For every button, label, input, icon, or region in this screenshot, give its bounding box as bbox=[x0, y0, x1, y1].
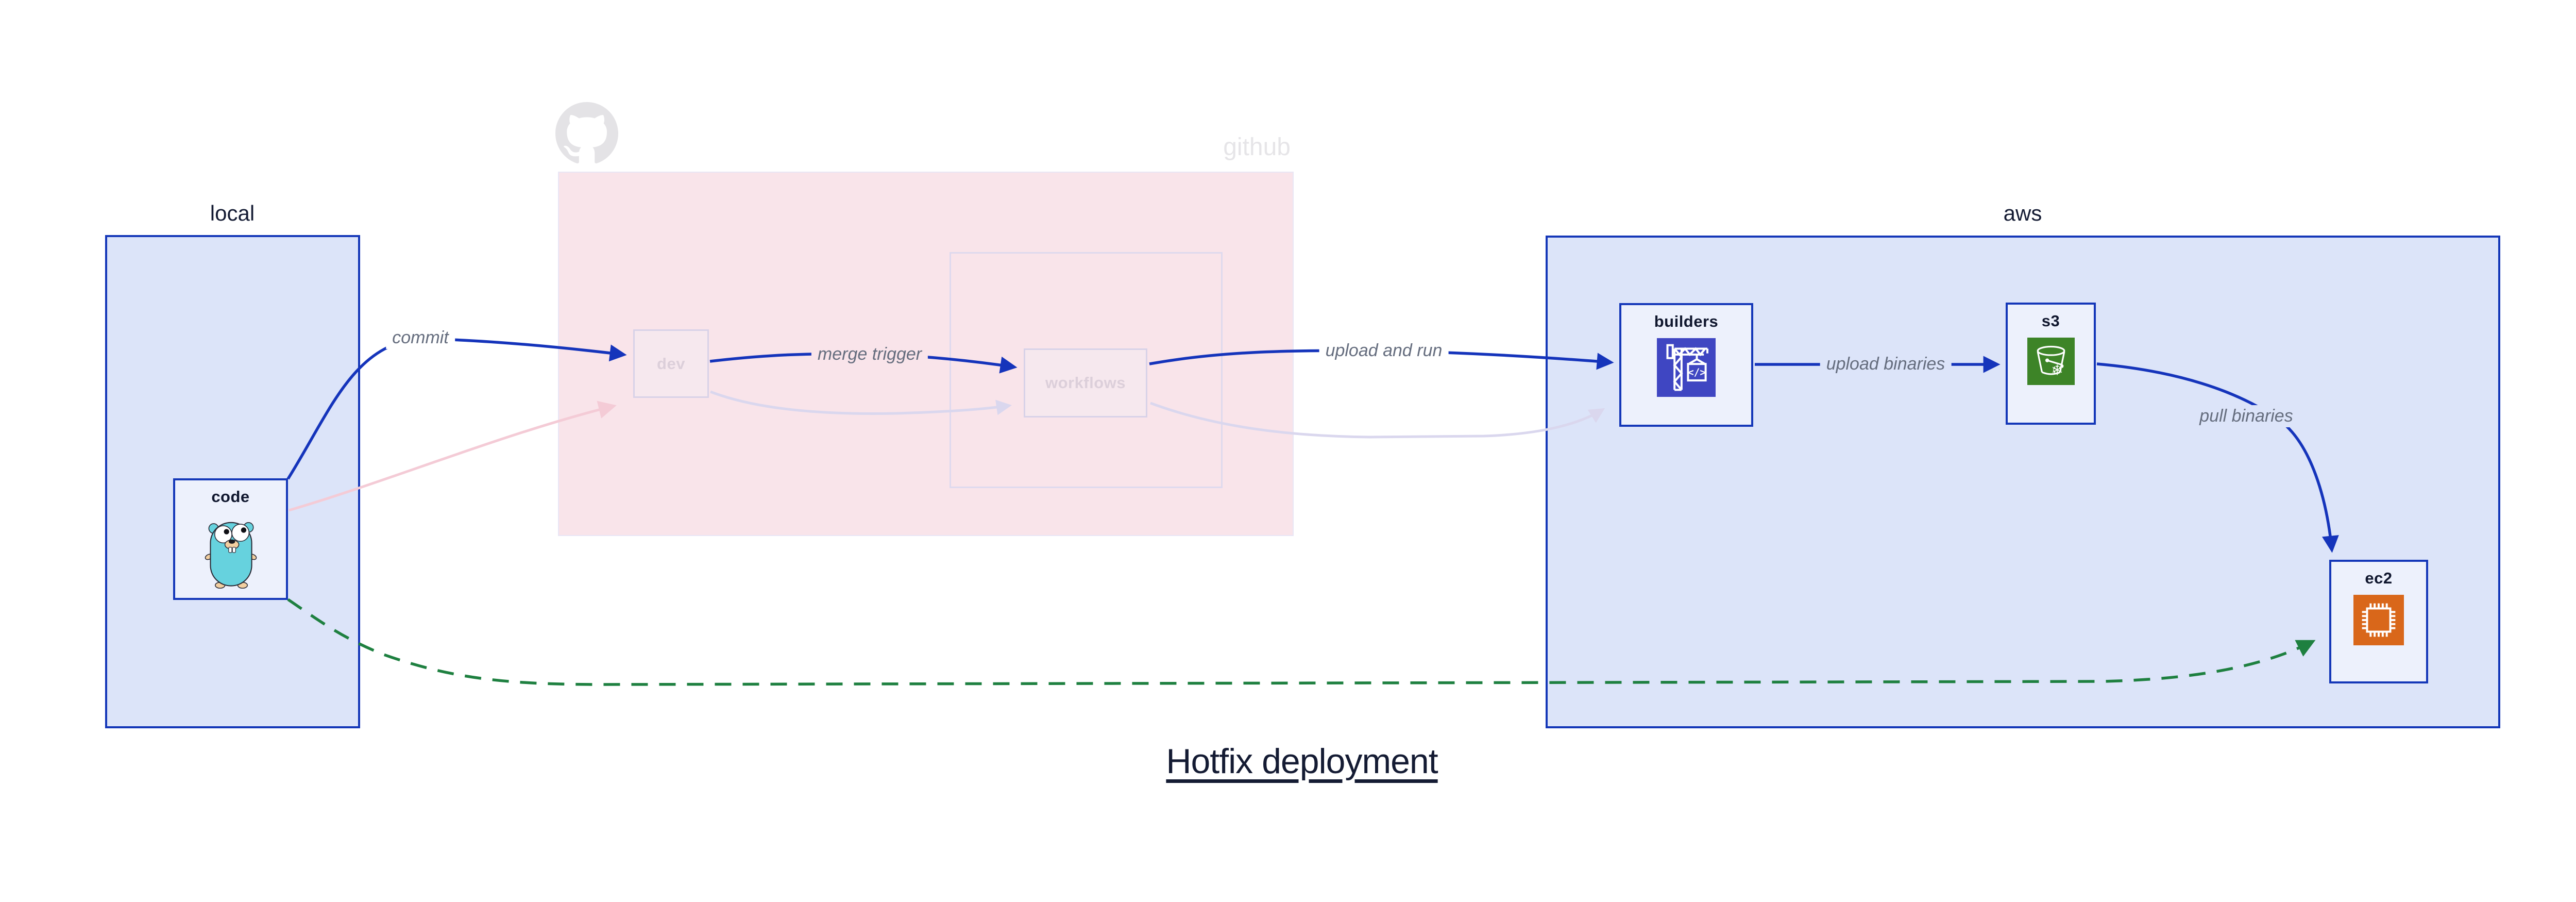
pull-binaries-edge-label: pull binaries bbox=[2193, 405, 2299, 427]
dev-node-label: dev bbox=[657, 354, 685, 373]
local-region-label: local bbox=[210, 201, 255, 225]
go-gopher-icon bbox=[205, 522, 257, 589]
svg-text:❄: ❄ bbox=[2051, 362, 2063, 379]
commit-edge-label: commit bbox=[386, 327, 455, 349]
github-region-label: github bbox=[1223, 133, 1291, 161]
code-node-label: code bbox=[211, 488, 250, 506]
diagram-title: Hotfix deployment bbox=[1166, 742, 1438, 781]
s3-node: s3 ❄ bbox=[2006, 303, 2096, 425]
workflows-node-label: workflows bbox=[1045, 374, 1126, 392]
master-branch-box bbox=[950, 252, 1223, 488]
dev-node: dev bbox=[633, 329, 709, 398]
code-node: code bbox=[173, 478, 288, 600]
aws-region-label: aws bbox=[2003, 201, 2042, 225]
codebuild-crane-icon: </> bbox=[1657, 338, 1716, 397]
builders-node-label: builders bbox=[1654, 312, 1719, 330]
upload-binaries-edge-label: upload binaries bbox=[1820, 353, 1952, 375]
merge-trigger-edge-label: merge trigger bbox=[811, 343, 928, 365]
workflows-node: workflows bbox=[1024, 348, 1147, 417]
upload-and-run-edge-label: upload and run bbox=[1319, 340, 1449, 362]
svg-text:</>: </> bbox=[1688, 366, 1706, 378]
ec2-chip-icon bbox=[2353, 595, 2404, 645]
s3-glacier-bucket-icon: ❄ bbox=[2027, 338, 2075, 385]
ec2-node: ec2 bbox=[2329, 560, 2428, 683]
s3-node-label: s3 bbox=[2041, 312, 2060, 330]
github-octocat-icon bbox=[555, 102, 618, 163]
ec2-node-label: ec2 bbox=[2365, 569, 2393, 587]
builders-node: builders </> bbox=[1619, 303, 1753, 427]
